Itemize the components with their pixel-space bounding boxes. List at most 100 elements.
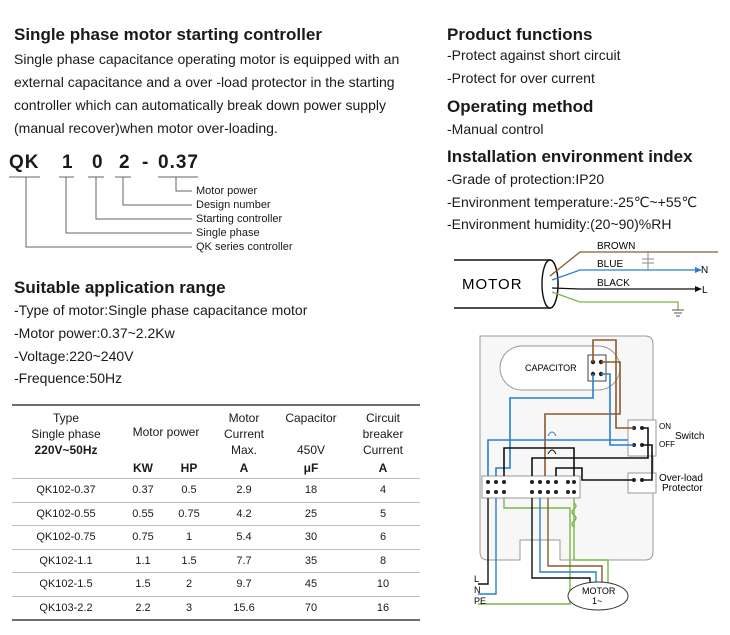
table-cell: 5 (346, 501, 420, 526)
capacitor-label: CAPACITOR (525, 363, 577, 373)
motor-label: MOTOR (462, 276, 523, 293)
table-cell: 7.7 (212, 548, 276, 573)
earth-wire (551, 291, 679, 310)
motor-1-label: MOTOR (582, 586, 616, 596)
table-cell: 2 (166, 572, 212, 596)
env-title: Installation environment index (447, 147, 693, 166)
table-cell: 4.2 (212, 501, 276, 526)
code-design-2: 2 (119, 152, 131, 173)
table-cell: 2.9 (212, 478, 276, 502)
table-cell: 1.1 (120, 548, 166, 573)
code-design-0: 0 (92, 152, 104, 173)
blue-wire (551, 269, 695, 281)
motor-1-phase: 1~ (592, 596, 602, 606)
unit-kw: KW (133, 461, 153, 475)
switch-on: ON (659, 422, 671, 431)
table-cell: QK102-0.55 (12, 501, 120, 526)
table-cell: 70 (276, 595, 346, 620)
table-cell: 4 (346, 478, 420, 502)
env-item: -Environment temperature:-25℃~+55℃ (447, 194, 698, 210)
black-label: BLACK (597, 278, 630, 289)
code-leader-lines (9, 176, 198, 248)
unit-hp: HP (180, 461, 198, 475)
terminal-n: N (701, 265, 708, 276)
table-cell: 35 (276, 548, 346, 573)
brown-wire (549, 251, 718, 277)
table-cell: 0.75 (120, 525, 166, 549)
table-cell: 0.75 (166, 501, 212, 526)
legend-item: Motor power (196, 185, 258, 197)
table-cell: 8 (346, 548, 420, 573)
supply-n: N (474, 585, 481, 595)
table-cell: 25 (276, 501, 346, 526)
range-item: -Motor power:0.37~2.2Kw (14, 325, 175, 341)
switch-label: Switch (675, 431, 704, 442)
table-cell: 1.5 (120, 572, 166, 596)
brown-label: BROWN (597, 241, 635, 252)
spec-table: Type Single phase 220V~50Hz Motor power … (12, 404, 420, 621)
unit-current: A (239, 461, 249, 475)
table-cell: 9.7 (212, 572, 276, 596)
legend-item: Single phase (196, 227, 260, 239)
code-dash: - (142, 152, 150, 173)
blue-label: BLUE (597, 259, 623, 270)
table-cell: 6 (346, 525, 420, 549)
table-cell: 18 (276, 478, 346, 502)
table-cell: QK102-1.5 (12, 572, 120, 596)
motor-wire-diagram: MOTOR BROWN BLUE BLACK N L (454, 241, 718, 317)
table-cell: 5.4 (212, 525, 276, 549)
description-line: Single phase capacitance operating motor… (14, 51, 400, 67)
table-cell: 15.6 (212, 595, 276, 620)
method-item: -Manual control (447, 121, 544, 137)
range-item: -Frequence:50Hz (14, 370, 123, 386)
motor-current-header: Motor Current Max. (223, 411, 264, 457)
breaker-header: Circuit breaker Current (362, 411, 404, 457)
table-cell: 45 (276, 572, 346, 596)
functions-title: Product functions (447, 25, 593, 44)
unit-breaker: A (378, 461, 388, 475)
method-title: Operating method (447, 97, 594, 116)
code-power: 0.37 (158, 152, 199, 173)
table-cell: 3 (166, 595, 212, 620)
code-qk: QK (9, 152, 40, 173)
code-phase: 1 (62, 152, 74, 173)
table-cell: 1.5 (166, 548, 212, 573)
table-cell: 16 (346, 595, 420, 620)
legend-item: Starting controller (196, 213, 283, 225)
table-cell: 0.55 (120, 501, 166, 526)
range-title: Suitable application range (14, 278, 226, 297)
table-cell: QK102-1.1 (12, 548, 120, 573)
black-wire (551, 287, 695, 290)
table-cell: QK102-0.37 (12, 478, 120, 502)
capacitor-header: Capacitor 450V (285, 411, 337, 457)
range-item: -Voltage:220~240V (14, 348, 134, 364)
description-line: external capacitance and a over -load pr… (14, 74, 395, 90)
supply-l: L (474, 574, 479, 584)
table-cell: QK103-2.2 (12, 595, 120, 620)
table-cell: QK102-0.75 (12, 525, 120, 549)
model-code: QK 1 0 2 - 0.37 Motor power Design numbe… (0, 150, 420, 260)
table-cell: 2.2 (120, 595, 166, 620)
table-cell: 0.37 (120, 478, 166, 502)
function-item: -Protect against short circuit (447, 47, 621, 63)
terminal-l: L (702, 285, 708, 296)
overload-label-1: Over-load (659, 473, 703, 484)
controller-wiring-diagram: CAPACITOR ON OFF Switch Over-load Protec… (474, 335, 704, 611)
unit-capacitance: μF (303, 461, 319, 475)
table-cell: 10 (346, 572, 420, 596)
description: Single phase capacitance operating motor… (14, 48, 414, 140)
description-line: controller which can automatically break… (14, 97, 386, 113)
supply-pe: PE (474, 596, 486, 606)
table-cell: 0.5 (166, 478, 212, 502)
legend-item: QK series controller (196, 241, 293, 253)
table-cell: 30 (276, 525, 346, 549)
table-cell: 1 (166, 525, 212, 549)
overload-label-2: Protector (662, 483, 703, 494)
env-item: -Environment humidity:(20~90)%RH (447, 216, 672, 232)
